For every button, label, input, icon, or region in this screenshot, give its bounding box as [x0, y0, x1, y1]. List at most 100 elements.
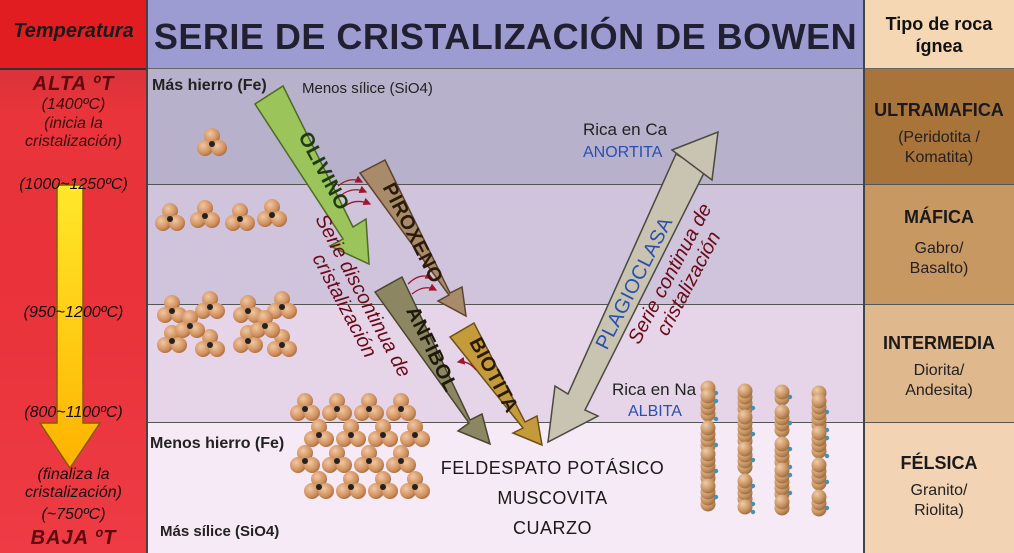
- framework-oxygen: [787, 394, 793, 400]
- framework-oxygen: [713, 398, 719, 404]
- sheet-tetrahedron: [368, 419, 398, 447]
- temp-high-label: ALTA ºT: [32, 73, 115, 95]
- rock-mafic-ex1: Gabro/: [914, 240, 964, 257]
- plagioclasa-arrow: [547, 152, 706, 444]
- framework-oxygen: [750, 457, 756, 463]
- label-mas-silice: Más sílice (SiO4): [160, 523, 280, 540]
- page-title: SERIE DE CRISTALIZACIÓN DE BOWEN: [153, 16, 858, 57]
- temp-low-label: BAJA ºT: [30, 527, 117, 549]
- framework-atom: [700, 446, 716, 462]
- label-anortita: ANORTITA: [583, 144, 663, 161]
- framework-oxygen: [824, 409, 830, 415]
- temp-range-1: (1000~1250ºC): [19, 176, 128, 193]
- framework-oxygen: [750, 405, 756, 411]
- rock-intermediate-ex1: Diorita/: [913, 362, 965, 379]
- rock-header-line-1: Tipo de roca: [885, 14, 993, 34]
- temp-end-note-1: (finaliza la: [37, 466, 110, 483]
- rock-header-line-2: ígnea: [915, 36, 963, 56]
- temp-range-3: (800~1100ºC): [24, 404, 123, 421]
- sheet-tetrahedron: [290, 445, 320, 473]
- rock-ultramafic-name: ULTRAMAFICA: [874, 100, 1004, 120]
- sheet-tetrahedron: [386, 445, 416, 473]
- sheet-tetrahedron: [336, 471, 366, 499]
- framework-atom: [811, 393, 827, 409]
- rock-felsic-bg: [864, 423, 1014, 553]
- framework-oxygen: [787, 490, 793, 496]
- temp-end-value: (~750ºC): [41, 506, 106, 523]
- sheet-tetrahedron: [322, 393, 352, 421]
- framework-atom: [737, 499, 753, 515]
- rock-intermediate-name: INTERMEDIA: [883, 333, 995, 353]
- crystal-framework: [700, 380, 830, 517]
- framework-atom: [774, 462, 790, 478]
- piroxeno-arrow: [358, 158, 467, 318]
- temperature-arrow: [38, 184, 102, 470]
- temp-start-note-2: cristalización): [25, 133, 122, 150]
- framework-oxygen: [713, 416, 719, 422]
- rock-felsic-name: FÉLSICA: [900, 453, 978, 473]
- framework-oxygen: [787, 472, 793, 478]
- rock-felsic-ex2: Riolita): [914, 502, 964, 519]
- framework-oxygen: [713, 442, 719, 448]
- rock-mafic-ex2: Basalto): [909, 260, 969, 277]
- framework-atom: [774, 494, 790, 510]
- framework-oxygen: [824, 479, 830, 485]
- sheet-tetrahedron: [368, 471, 398, 499]
- framework-atom: [737, 383, 753, 399]
- divider-left: [146, 0, 148, 553]
- temp-start-note-1: (inicia la: [44, 115, 103, 132]
- temperature-header-bg: [0, 0, 147, 70]
- label-menos-hierro: Menos hierro (Fe): [150, 435, 285, 452]
- rock-ultramafic-bg: [864, 69, 1014, 185]
- temp-range-2: (950~1200ºC): [23, 304, 124, 321]
- framework-atom: [774, 384, 790, 400]
- framework-atom: [811, 425, 827, 441]
- crystal-sheet: [290, 393, 430, 499]
- rock-intermediate-bg: [864, 305, 1014, 423]
- label-albita: ALBITA: [628, 403, 682, 420]
- band-ultramafic: [147, 69, 864, 185]
- divider-right: [863, 0, 865, 553]
- mineral-feldespato: FELDESPATO POTÁSICO: [440, 458, 665, 478]
- rock-felsic-ex1: Granito/: [910, 482, 968, 499]
- framework-oxygen: [824, 505, 830, 511]
- title-bar-bg: [147, 0, 864, 69]
- framework-oxygen: [824, 435, 830, 441]
- label-menos-silice: Menos sílice (SiO4): [302, 80, 433, 97]
- crystal-isolated: [197, 128, 227, 156]
- biotita-arrow: [448, 321, 543, 447]
- framework-oxygen: [750, 509, 756, 515]
- framework-atom: [700, 388, 716, 404]
- sheet-tetrahedron: [304, 471, 334, 499]
- anfibol-arrow: [373, 275, 492, 446]
- label-rica-na: Rica en Na: [612, 380, 697, 399]
- framework-atom: [700, 420, 716, 436]
- rock-header-bg: [864, 0, 1014, 69]
- sheet-tetrahedron: [304, 419, 334, 447]
- framework-atom: [737, 473, 753, 489]
- crystal-double-chain: [157, 291, 297, 357]
- temp-start-value: (1400ºC): [41, 96, 106, 113]
- framework-atom: [811, 457, 827, 473]
- temp-end-note-2: cristalización): [25, 484, 122, 501]
- framework-oxygen: [713, 494, 719, 500]
- olivino-arrow: [253, 84, 370, 266]
- framework-oxygen: [787, 420, 793, 426]
- label-mas-hierro: Más hierro (Fe): [152, 77, 267, 94]
- framework-oxygen: [824, 453, 830, 459]
- framework-atom: [774, 404, 790, 420]
- mineral-cuarzo: CUARZO: [513, 518, 592, 538]
- framework-oxygen: [787, 446, 793, 452]
- framework-atom: [737, 441, 753, 457]
- framework-oxygen: [713, 468, 719, 474]
- rock-intermediate-ex2: Andesita): [905, 382, 973, 399]
- sheet-tetrahedron: [322, 445, 352, 473]
- crystal-single-chain: [155, 199, 287, 231]
- framework-atom: [700, 478, 716, 494]
- rock-mafic-name: MÁFICA: [904, 207, 974, 227]
- mineral-muscovita: MUSCOVITA: [497, 488, 608, 508]
- rock-ultramafic-ex2: Komatita): [904, 149, 974, 166]
- sheet-tetrahedron: [354, 445, 384, 473]
- sheet-tetrahedron: [400, 419, 430, 447]
